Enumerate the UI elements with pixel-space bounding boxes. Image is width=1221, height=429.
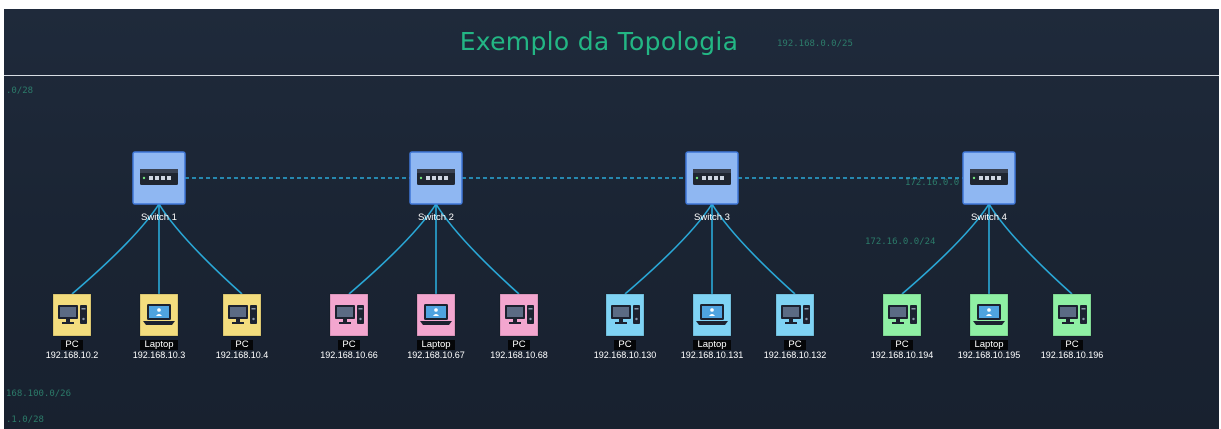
- switch-label: Switch 2: [418, 212, 454, 223]
- network-switch-icon: [140, 169, 178, 185]
- desktop-pc-icon: [335, 305, 364, 324]
- access-link: [901, 203, 990, 295]
- subnet-label: 168.100.0/26: [6, 389, 72, 399]
- network-switch-icon: [417, 169, 455, 185]
- device-ip: 192.168.10.131: [680, 350, 744, 360]
- device-type: PC: [338, 340, 360, 350]
- laptop-icon: [143, 304, 175, 325]
- subnet-label: 192.168.0.0/25: [777, 39, 853, 49]
- switch-node[interactable]: [685, 151, 739, 205]
- access-link: [348, 203, 437, 295]
- device-ip: 192.168.10.194: [870, 350, 934, 360]
- subnet-label: .0/28: [6, 86, 34, 96]
- laptop-node[interactable]: [416, 293, 456, 337]
- device-type: Laptop: [417, 340, 455, 350]
- diagram-canvas: Exemplo da Topologia 192.168.0.0/25 .0/2…: [4, 9, 1219, 429]
- access-link: [711, 203, 796, 295]
- device-ip: 192.168.10.132: [763, 350, 827, 360]
- device-ip: 192.168.10.2: [45, 350, 99, 360]
- desktop-pc-icon: [58, 305, 87, 324]
- laptop-icon: [420, 304, 452, 325]
- device-ip: 192.168.10.3: [132, 350, 186, 360]
- pc-node[interactable]: [52, 293, 92, 337]
- device-ip: 192.168.10.68: [490, 350, 548, 360]
- topology-diagram: [52, 151, 1092, 337]
- device-type: PC: [614, 340, 636, 350]
- pc-node[interactable]: [882, 293, 922, 337]
- access-link: [435, 203, 520, 295]
- device-type: PC: [231, 340, 253, 350]
- switch-node[interactable]: [409, 151, 463, 205]
- pc-node[interactable]: [775, 293, 815, 337]
- device-type: PC: [784, 340, 806, 350]
- laptop-node[interactable]: [692, 293, 732, 337]
- device-ip: 192.168.10.195: [957, 350, 1021, 360]
- subnet-label: 172.16.0.0/24: [865, 237, 936, 247]
- desktop-pc-icon: [505, 305, 534, 324]
- device-type: PC: [508, 340, 530, 350]
- access-link: [158, 203, 243, 295]
- desktop-pc-icon: [781, 305, 810, 324]
- laptop-icon: [696, 304, 728, 325]
- device-type: Laptop: [140, 340, 178, 350]
- switch-label: Switch 3: [694, 212, 730, 223]
- access-link: [71, 203, 160, 295]
- device-ip: 192.168.10.196: [1040, 350, 1104, 360]
- network-switch-icon: [693, 169, 731, 185]
- laptop-icon: [973, 304, 1005, 325]
- device-ip: 192.168.10.67: [407, 350, 465, 360]
- device-ip: 192.168.10.66: [320, 350, 378, 360]
- page-title: Exemplo da Topologia: [459, 27, 739, 56]
- subnet-label: 172.16.0.0: [905, 178, 960, 188]
- desktop-pc-icon: [611, 305, 640, 324]
- switch-node[interactable]: [962, 151, 1016, 205]
- pc-node[interactable]: [605, 293, 645, 337]
- laptop-node[interactable]: [139, 293, 179, 337]
- pc-node[interactable]: [1052, 293, 1092, 337]
- title-divider: [4, 75, 1219, 76]
- pc-node[interactable]: [329, 293, 369, 337]
- pc-node[interactable]: [222, 293, 262, 337]
- desktop-pc-icon: [888, 305, 917, 324]
- device-ip: 192.168.10.130: [593, 350, 657, 360]
- access-link: [988, 203, 1073, 295]
- desktop-pc-icon: [228, 305, 257, 324]
- device-type: PC: [891, 340, 913, 350]
- network-switch-icon: [970, 169, 1008, 185]
- desktop-pc-icon: [1058, 305, 1087, 324]
- subnet-label: .1.0/28: [6, 415, 44, 425]
- access-link: [624, 203, 713, 295]
- device-type: Laptop: [693, 340, 731, 350]
- switch-label: Switch 4: [971, 212, 1007, 223]
- pc-node[interactable]: [499, 293, 539, 337]
- device-type: PC: [61, 340, 83, 350]
- laptop-node[interactable]: [969, 293, 1009, 337]
- device-type: Laptop: [970, 340, 1008, 350]
- device-ip: 192.168.10.4: [215, 350, 269, 360]
- device-type: PC: [1061, 340, 1083, 350]
- switch-label: Switch 1: [141, 212, 177, 223]
- switch-node[interactable]: [132, 151, 186, 205]
